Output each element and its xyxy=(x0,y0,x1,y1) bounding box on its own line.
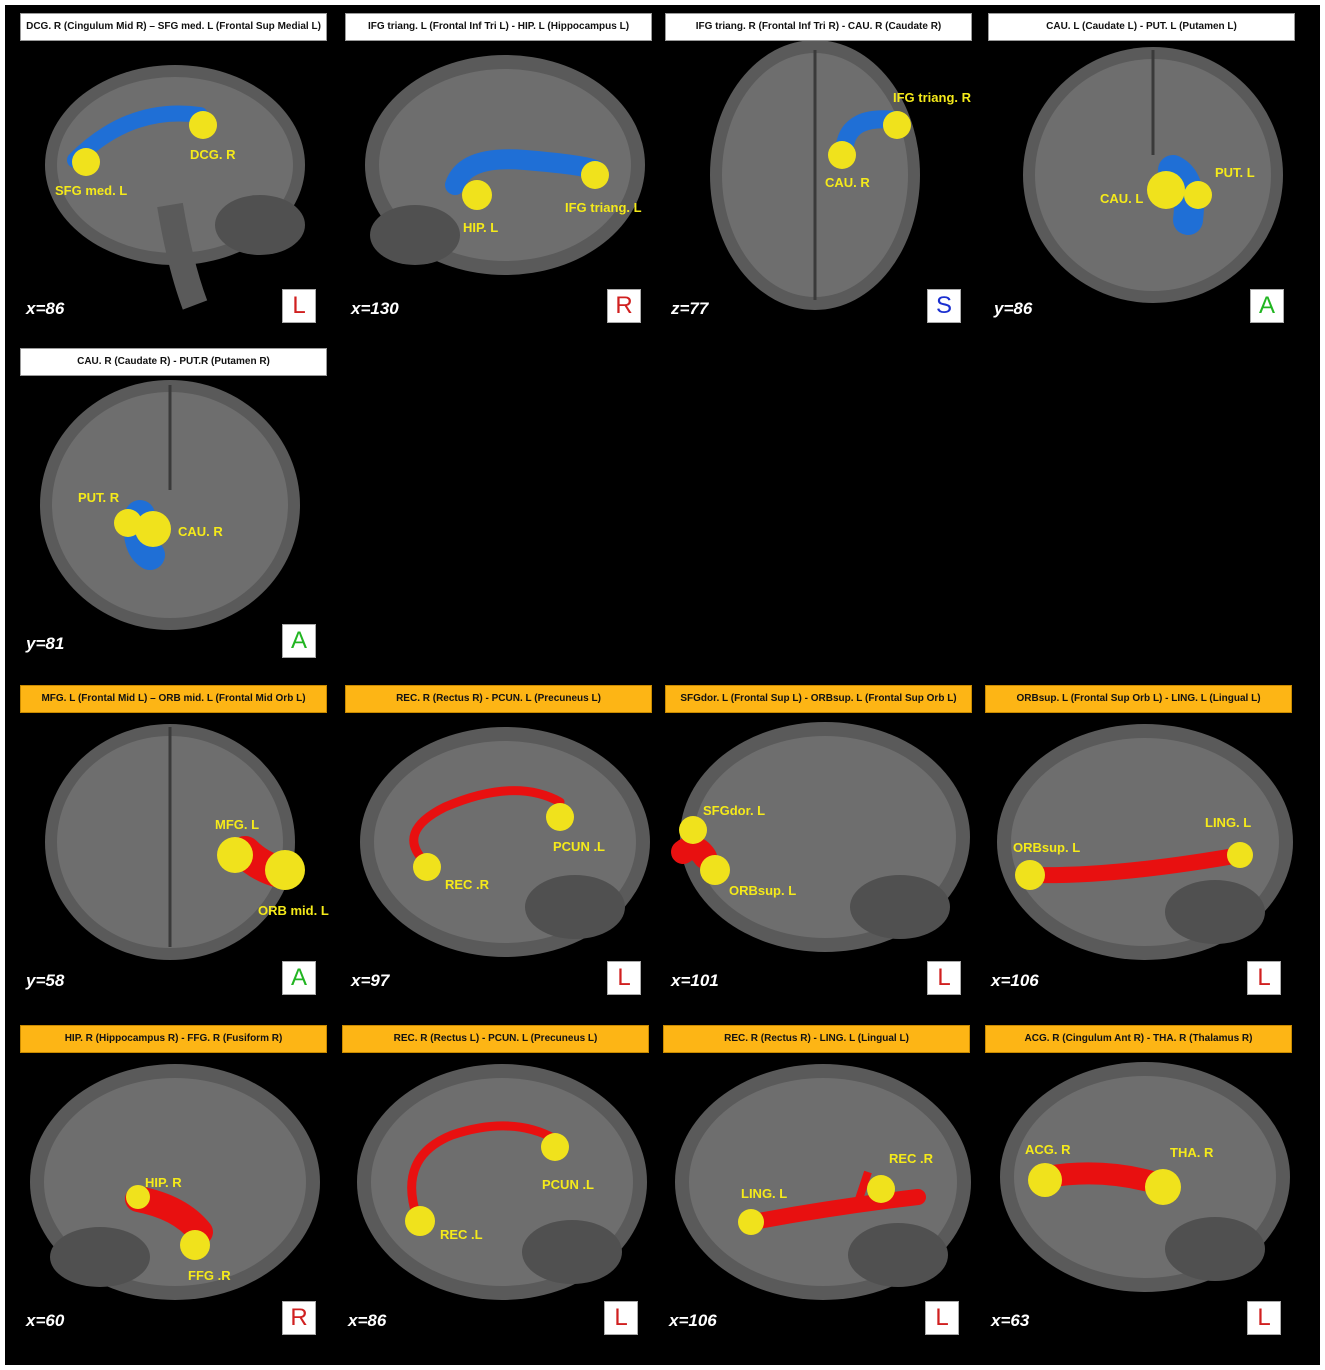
panel-8: SFGdor. L ORBsup. L SFGdor. L (Frontal S… xyxy=(665,677,985,1012)
node-label: CAU. R xyxy=(178,524,223,539)
node-label: ORBsup. L xyxy=(729,883,796,898)
panel-7: PCUN .L REC .R REC. R (Rectus R) - PCUN.… xyxy=(345,677,665,1012)
slice-coordinate: x=101 xyxy=(671,971,719,990)
panel-11: PCUN .L REC .L REC. R (Rectus L) - PCUN.… xyxy=(342,1017,662,1352)
panel-4: PUT. L CAU. L CAU. L (Caudate L) - PUT. … xyxy=(988,5,1308,340)
brain-sagittal-image: PCUN .L REC .L xyxy=(357,1064,647,1300)
panel-10: HIP. R FFG .R HIP. R (Hippocampus R) - F… xyxy=(20,1017,340,1352)
slice-coordinate: y=81 xyxy=(26,634,65,653)
node-label: PCUN .L xyxy=(553,839,605,854)
orientation-marker: L xyxy=(1247,961,1281,995)
panel-9: ORBsup. L LING. L ORBsup. L (Frontal Sup… xyxy=(985,677,1305,1012)
node-label: ORB mid. L xyxy=(258,903,329,918)
panel-title: SFGdor. L (Frontal Sup L) - ORBsup. L (F… xyxy=(665,685,972,713)
slice-coordinate: x=106 xyxy=(991,971,1039,990)
node-label: SFG med. L xyxy=(55,183,127,198)
panel-title: REC. R (Rectus R) - LING. L (Lingual L) xyxy=(663,1025,970,1053)
slice-coordinate: x=86 xyxy=(348,1311,387,1330)
node-label: SFGdor. L xyxy=(703,803,765,818)
node-label: CAU. L xyxy=(1100,191,1143,206)
panel-title: CAU. L (Caudate L) - PUT. L (Putamen L) xyxy=(988,13,1295,41)
panel-12: LING. L REC .R REC. R (Rectus R) - LING.… xyxy=(663,1017,983,1352)
panel-5: PUT. R CAU. R CAU. R (Caudate R) - PUT.R… xyxy=(20,340,340,675)
node-label: FFG .R xyxy=(188,1268,231,1283)
orientation-marker: S xyxy=(927,289,961,323)
panel-title: MFG. L (Frontal Mid L) – ORB mid. L (Fro… xyxy=(20,685,327,713)
panel-13: ACG. R THA. R ACG. R (Cingulum Ant R) - … xyxy=(985,1017,1305,1352)
orientation-marker: L xyxy=(607,961,641,995)
brain-coronal-image: MFG. L ORB mid. L xyxy=(45,724,329,960)
node-label: LING. L xyxy=(1205,815,1251,830)
orientation-marker: L xyxy=(282,289,316,323)
orientation-marker: L xyxy=(1247,1301,1281,1335)
brain-sagittal-image: HIP. R FFG .R xyxy=(30,1064,320,1300)
slice-coordinate: y=58 xyxy=(26,971,65,990)
node-label: HIP. R xyxy=(145,1175,182,1190)
orientation-marker: A xyxy=(282,624,316,658)
slice-coordinate: x=130 xyxy=(351,299,399,318)
brain-sagittal-image: DCG. R SFG med. L xyxy=(45,65,305,310)
brain-coronal-image: PUT. L CAU. L xyxy=(1023,47,1283,303)
node-label: IFG triang. R xyxy=(893,90,972,105)
node-label: REC .R xyxy=(445,877,490,892)
orientation-marker: L xyxy=(927,961,961,995)
node-label: REC .L xyxy=(440,1227,483,1242)
orientation-marker: L xyxy=(925,1301,959,1335)
panel-3: IFG triang. R CAU. R IFG triang. R (Fron… xyxy=(665,5,985,340)
panel-title: REC. R (Rectus R) - PCUN. L (Precuneus L… xyxy=(345,685,652,713)
panel-1: DCG. R SFG med. L DCG. R (Cingulum Mid R… xyxy=(20,5,340,340)
panel-title: ACG. R (Cingulum Ant R) - THA. R (Thalam… xyxy=(985,1025,1292,1053)
orientation-marker: R xyxy=(607,289,641,323)
node-label: REC .R xyxy=(889,1151,934,1166)
panel-title: ORBsup. L (Frontal Sup Orb L) - LING. L … xyxy=(985,685,1292,713)
slice-coordinate: x=97 xyxy=(351,971,390,990)
panel-title: IFG triang. R (Frontal Inf Tri R) - CAU.… xyxy=(665,13,972,41)
panel-title: HIP. R (Hippocampus R) - FFG. R (Fusifor… xyxy=(20,1025,327,1053)
orientation-marker: A xyxy=(1250,289,1284,323)
orientation-marker: A xyxy=(282,961,316,995)
slice-coordinate: x=106 xyxy=(669,1311,717,1330)
node-label: PCUN .L xyxy=(542,1177,594,1192)
brain-coronal-image: PUT. R CAU. R xyxy=(40,380,300,630)
brain-axial-image: IFG triang. R CAU. R xyxy=(710,40,972,310)
brain-sagittal-image: ACG. R THA. R xyxy=(1000,1062,1290,1292)
slice-coordinate: z=77 xyxy=(671,299,709,318)
figure-frame: DCG. R SFG med. L DCG. R (Cingulum Mid R… xyxy=(5,5,1320,1365)
node-label: ORBsup. L xyxy=(1013,840,1080,855)
slice-coordinate: y=86 xyxy=(994,299,1033,318)
node-label: CAU. R xyxy=(825,175,870,190)
panel-2: HIP. L IFG triang. L IFG triang. L (Fron… xyxy=(345,5,665,340)
node-label: DCG. R xyxy=(190,147,236,162)
panel-title: CAU. R (Caudate R) - PUT.R (Putamen R) xyxy=(20,348,327,376)
panel-title: IFG triang. L (Frontal Inf Tri L) - HIP.… xyxy=(345,13,652,41)
brain-sagittal-image: HIP. L IFG triang. L xyxy=(365,55,645,275)
node-label: PUT. L xyxy=(1215,165,1255,180)
panel-title: REC. R (Rectus L) - PCUN. L (Precuneus L… xyxy=(342,1025,649,1053)
node-label: PUT. R xyxy=(78,490,120,505)
node-label: MFG. L xyxy=(215,817,259,832)
brain-sagittal-image: ORBsup. L LING. L xyxy=(997,724,1293,960)
slice-coordinate: x=63 xyxy=(991,1311,1030,1330)
brain-sagittal-image: PCUN .L REC .R xyxy=(360,727,650,957)
node-label: LING. L xyxy=(741,1186,787,1201)
orientation-marker: L xyxy=(604,1301,638,1335)
panel-title: DCG. R (Cingulum Mid R) – SFG med. L (Fr… xyxy=(20,13,327,41)
brain-sagittal-image: LING. L REC .R xyxy=(675,1064,971,1300)
slice-coordinate: x=60 xyxy=(26,1311,65,1330)
orientation-marker: R xyxy=(282,1301,316,1335)
node-label: IFG triang. L xyxy=(565,200,642,215)
node-label: ACG. R xyxy=(1025,1142,1071,1157)
brain-sagittal-image: SFGdor. L ORBsup. L xyxy=(671,722,970,952)
slice-coordinate: x=86 xyxy=(26,299,65,318)
node-label: HIP. L xyxy=(463,220,498,235)
node-label: THA. R xyxy=(1170,1145,1214,1160)
panel-6: MFG. L ORB mid. L MFG. L (Frontal Mid L)… xyxy=(20,677,340,1012)
